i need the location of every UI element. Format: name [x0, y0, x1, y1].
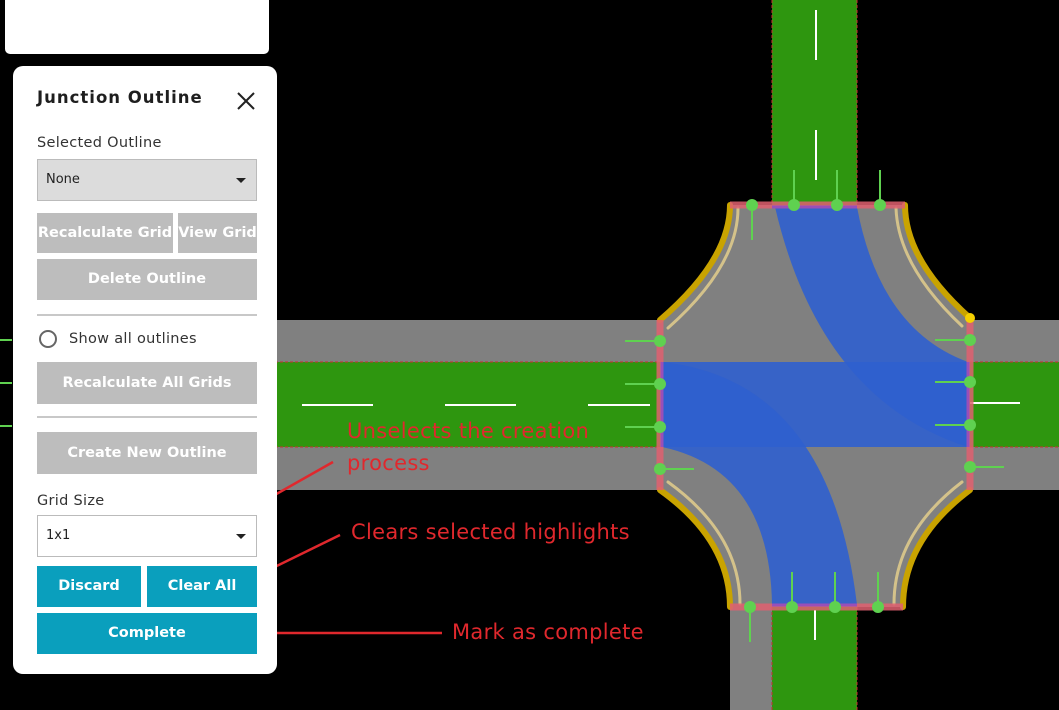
complete-button[interactable]: Complete [37, 613, 257, 654]
chevron-down-icon [236, 534, 246, 539]
view-grid-button[interactable]: View Grid [178, 213, 257, 253]
close-icon[interactable] [235, 90, 257, 112]
selected-outline-label: Selected Outline [37, 135, 162, 151]
road-east-lanes [970, 362, 1059, 447]
connector-points[interactable] [654, 199, 976, 613]
divider [37, 416, 257, 418]
divider [37, 314, 257, 316]
top-panel-card [5, 0, 269, 54]
road-north-lanes [772, 0, 857, 205]
junction-boundary-inner [660, 205, 970, 607]
recalculate-all-grids-button[interactable]: Recalculate All Grids [37, 362, 257, 404]
grid-size-label: Grid Size [37, 493, 105, 509]
show-all-outlines-radio[interactable] [39, 330, 57, 348]
clear-all-annotation: Clears selected highlights [351, 520, 630, 544]
grid-size-value: 1x1 [46, 528, 71, 543]
discard-annotation-line1: Unselects the creation [347, 419, 590, 443]
selected-vertex-marker[interactable] [965, 313, 975, 323]
show-all-outlines-label: Show all outlines [69, 331, 197, 347]
panel-title: Junction Outline [37, 88, 203, 107]
complete-annotation: Mark as complete [452, 620, 644, 644]
junction-surface [275, 0, 1059, 710]
selected-outline-select[interactable]: None [37, 159, 257, 201]
selected-outline-value: None [46, 172, 80, 187]
discard-button[interactable]: Discard [37, 566, 141, 607]
junction-lane-highlights [662, 207, 968, 605]
discard-annotation-line2: process [347, 451, 430, 475]
recalculate-grid-button[interactable]: Recalculate Grid [37, 213, 173, 253]
delete-outline-button[interactable]: Delete Outline [37, 259, 257, 300]
curbs [657, 202, 973, 610]
grid-size-select[interactable]: 1x1 [37, 515, 257, 557]
junction-outline-panel: Junction Outline Selected Outline None R… [13, 66, 277, 674]
create-new-outline-button[interactable]: Create New Outline [37, 432, 257, 474]
road-edge-outlines [275, 0, 1059, 710]
chevron-down-icon [236, 178, 246, 183]
lane-markings [302, 10, 1020, 640]
clear-all-button[interactable]: Clear All [147, 566, 257, 607]
